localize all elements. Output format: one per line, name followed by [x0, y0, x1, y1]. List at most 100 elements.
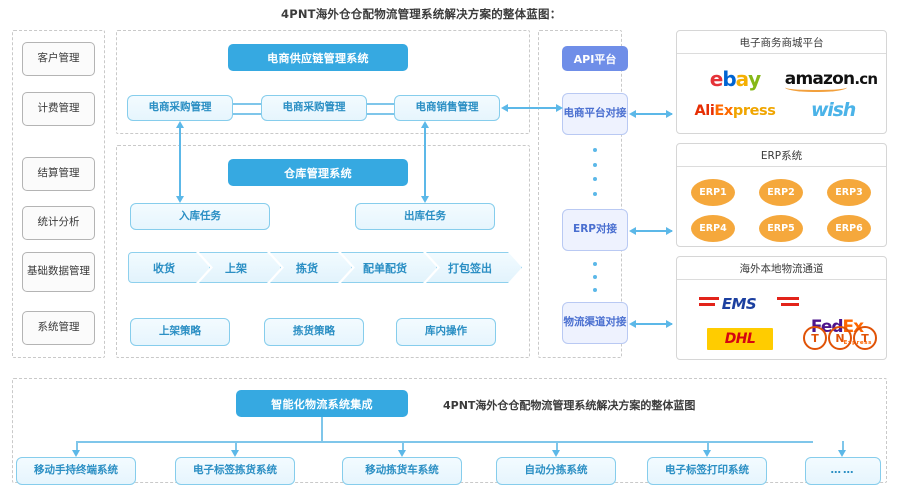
- process-step-receive-label: 收货: [153, 261, 175, 275]
- arrow-right-platform: [556, 103, 563, 112]
- tree-drop-1: [76, 441, 78, 453]
- arrow-left-erp-panel: [629, 226, 636, 235]
- tree-drop-3: [402, 441, 404, 453]
- ebay-letter-a: a: [735, 67, 749, 91]
- connector-sales-to-platform: [508, 107, 556, 109]
- arrow-up-sales: [420, 121, 429, 128]
- process-step-pack-ship[interactable]: 打包签出: [426, 252, 522, 283]
- panel-erp-systems: ERP系统 ERP1 ERP2 ERP3 ERP4 ERP5 ERP6: [676, 143, 887, 247]
- connector-sales-to-outbound: [424, 128, 426, 196]
- task-inbound[interactable]: 入库任务: [130, 203, 270, 230]
- process-step-allocate-label: 配单配货: [363, 261, 407, 275]
- tree-rail: [76, 441, 813, 443]
- bottom-item-handheld[interactable]: 移动手持终端系统: [16, 457, 136, 485]
- supply-chain-header: 电商供应链管理系统: [228, 44, 408, 71]
- tnt-letter-t1: T: [803, 326, 827, 350]
- tree-arrow-1: [72, 450, 80, 457]
- bottom-item-auto-sorting[interactable]: 自动分拣系统: [496, 457, 616, 485]
- strategy-putaway[interactable]: 上架策略: [130, 318, 230, 346]
- erp-pill-3[interactable]: ERP3: [827, 179, 871, 206]
- ebay-letter-e: e: [709, 67, 724, 91]
- tree-arrow-5: [703, 450, 711, 457]
- bottom-note: 4PNT海外仓仓配物流管理系统解决方案的整体蓝图: [443, 399, 696, 412]
- sidebar-item-system[interactable]: 系统管理: [22, 311, 95, 345]
- ebay-letter-y: y: [748, 67, 761, 91]
- api-group: [538, 30, 622, 358]
- arrow-right-erp-panel: [666, 226, 673, 235]
- erp-pill-6[interactable]: ERP6: [827, 215, 871, 242]
- dhl-wordmark: DHL: [724, 331, 756, 347]
- module-ecom-purchase-1[interactable]: 电商采购管理: [127, 95, 233, 121]
- process-step-pack-ship-label: 打包签出: [448, 261, 492, 275]
- amazon-logo: amazon.cn: [781, 67, 881, 92]
- connector-platform-to-ecommerce-panel: [636, 113, 672, 115]
- supply-chain-group: [116, 30, 530, 134]
- tree-arrow-2: [231, 450, 239, 457]
- bottom-item-etag-printing[interactable]: 电子标签打印系统: [647, 457, 767, 485]
- arrow-left-sales: [501, 103, 508, 112]
- connector-logistics-channel[interactable]: 物流渠道对接: [562, 302, 628, 344]
- arrow-down-inbound: [175, 196, 184, 203]
- connector-ecommerce-platform[interactable]: 电商平台对接: [562, 93, 628, 135]
- connector-module2-module3-bottom: [367, 113, 394, 115]
- wish-logo: wish: [810, 99, 856, 121]
- erp-pill-5[interactable]: ERP5: [759, 215, 803, 242]
- tree-trunk: [321, 417, 323, 442]
- arrow-down-outbound: [420, 196, 429, 203]
- process-step-allocate[interactable]: 配单配货: [341, 252, 437, 283]
- task-outbound[interactable]: 出库任务: [355, 203, 495, 230]
- aliexpress-ex: Ex: [714, 103, 733, 119]
- strategy-in-warehouse-ops[interactable]: 库内操作: [396, 318, 496, 346]
- sidebar-item-settlement[interactable]: 结算管理: [22, 157, 95, 191]
- tree-arrow-4: [552, 450, 560, 457]
- sidebar-item-basic-data[interactable]: 基础数据管理: [22, 252, 95, 292]
- warehouse-header: 仓库管理系统: [228, 159, 408, 186]
- connector-erp[interactable]: ERP对接: [562, 209, 628, 251]
- panel-erp-title: ERP系统: [677, 144, 886, 167]
- page-title: 4PNT海外仓仓配物流管理系统解决方案的整体蓝图：: [281, 7, 562, 21]
- arrow-up-purchase: [175, 121, 184, 128]
- ebay-letter-b: b: [722, 67, 736, 91]
- arrow-right-ecommerce-panel: [666, 109, 673, 118]
- api-platform-header: API平台: [562, 46, 628, 71]
- bottom-header: 智能化物流系统集成: [236, 390, 408, 417]
- sidebar-item-customer[interactable]: 客户管理: [22, 42, 95, 76]
- erp-pill-1[interactable]: ERP1: [691, 179, 735, 206]
- connector-module2-module3-top: [367, 103, 394, 105]
- dhl-logo: DHL: [707, 328, 773, 350]
- module-ecom-purchase-2[interactable]: 电商采购管理: [261, 95, 367, 121]
- api-dots-upper: [593, 148, 597, 196]
- connector-logistics-to-logistics-panel: [636, 323, 672, 325]
- process-step-pick-label: 拣货: [296, 261, 318, 275]
- arrow-left-logistics-panel: [629, 319, 636, 328]
- tree-drop-5: [707, 441, 709, 453]
- ems-wordmark: EMS: [721, 295, 757, 313]
- tree-drop-2: [235, 441, 237, 453]
- api-dots-lower: [593, 262, 597, 292]
- warehouse-group: [116, 145, 530, 358]
- tree-drop-4: [556, 441, 558, 453]
- connector-purchase-to-inbound: [179, 128, 181, 196]
- aliexpress-ali: Ali: [694, 103, 715, 119]
- erp-pill-4[interactable]: ERP4: [691, 215, 735, 242]
- bottom-item-more[interactable]: ……: [805, 457, 881, 485]
- bottom-item-etag-picking[interactable]: 电子标签拣货系统: [175, 457, 295, 485]
- sidebar-group: [12, 30, 105, 358]
- tree-arrow-3: [398, 450, 406, 457]
- arrow-left-ecommerce-panel: [629, 109, 636, 118]
- erp-pill-2[interactable]: ERP2: [759, 179, 803, 206]
- connector-module1-module2-top: [233, 103, 261, 105]
- connector-erp-to-erp-panel: [636, 230, 672, 232]
- bottom-item-mobile-cart[interactable]: 移动拣货车系统: [342, 457, 462, 485]
- aliexpress-press: press: [732, 103, 776, 119]
- process-step-receive[interactable]: 收货: [128, 252, 210, 283]
- module-ecom-sales[interactable]: 电商销售管理: [394, 95, 500, 121]
- sidebar-item-billing[interactable]: 计费管理: [22, 92, 95, 126]
- tnt-letter-n: N: [828, 326, 852, 350]
- sidebar-item-statistics[interactable]: 统计分析: [22, 206, 95, 240]
- strategy-picking[interactable]: 拣货策略: [264, 318, 364, 346]
